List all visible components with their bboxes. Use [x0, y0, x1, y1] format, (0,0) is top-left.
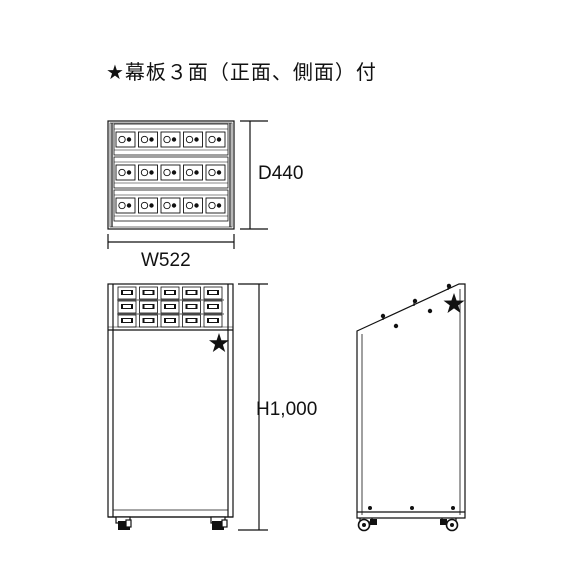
- bin-compartment: [183, 197, 203, 214]
- front-view-bin-rows: [117, 286, 223, 328]
- top-view-outline: [107, 120, 235, 230]
- bin-compartment: [115, 131, 136, 148]
- side-view: [356, 283, 466, 532]
- bin-compartment: [183, 164, 203, 181]
- bin-front: [182, 286, 201, 300]
- bin-front: [182, 314, 201, 328]
- bin-front: [203, 314, 223, 328]
- bin-compartment: [205, 197, 226, 214]
- bin-front: [203, 300, 223, 314]
- bin-front: [117, 300, 137, 314]
- bin-compartment: [205, 131, 226, 148]
- bin-front: [160, 286, 180, 300]
- bin-compartment: [160, 164, 181, 181]
- side-view-bolts: [368, 283, 455, 510]
- bin-band: [113, 156, 229, 189]
- depth-label: D440: [258, 163, 304, 184]
- width-dimension: [107, 234, 235, 249]
- width-label: W522: [141, 250, 191, 271]
- bin-front: [117, 286, 137, 300]
- bin-front: [139, 286, 158, 300]
- top-view: [107, 120, 235, 230]
- depth-dimension: [240, 120, 268, 230]
- side-view-outline: [356, 283, 466, 519]
- bin-compartment: [205, 164, 226, 181]
- caster-wheel-icon: [115, 516, 228, 530]
- bin-front: [139, 314, 158, 328]
- bin-compartment: [160, 197, 181, 214]
- bin-compartment: [138, 197, 158, 214]
- bin-compartment: [138, 164, 158, 181]
- bin-compartment: [160, 131, 181, 148]
- star-icon: [443, 293, 465, 313]
- bin-band: [113, 123, 229, 156]
- height-label: H1,000: [256, 399, 318, 420]
- bin-front: [182, 300, 201, 314]
- top-view-bin-rows: [113, 123, 229, 222]
- bin-compartment: [115, 197, 136, 214]
- bin-front: [117, 314, 137, 328]
- bin-front: [203, 286, 223, 300]
- bin-band: [113, 189, 229, 222]
- bin-front: [160, 300, 180, 314]
- star-icon: [209, 333, 229, 352]
- front-view: [107, 283, 234, 530]
- spec-note: ★幕板３面（正面、側面）付: [106, 60, 377, 84]
- bin-compartment: [115, 164, 136, 181]
- bin-compartment: [138, 131, 158, 148]
- bin-compartment: [183, 131, 203, 148]
- height-dimension: [238, 283, 268, 531]
- bin-front: [139, 300, 158, 314]
- caster-wheel-icon: [357, 518, 459, 532]
- bin-front: [160, 314, 180, 328]
